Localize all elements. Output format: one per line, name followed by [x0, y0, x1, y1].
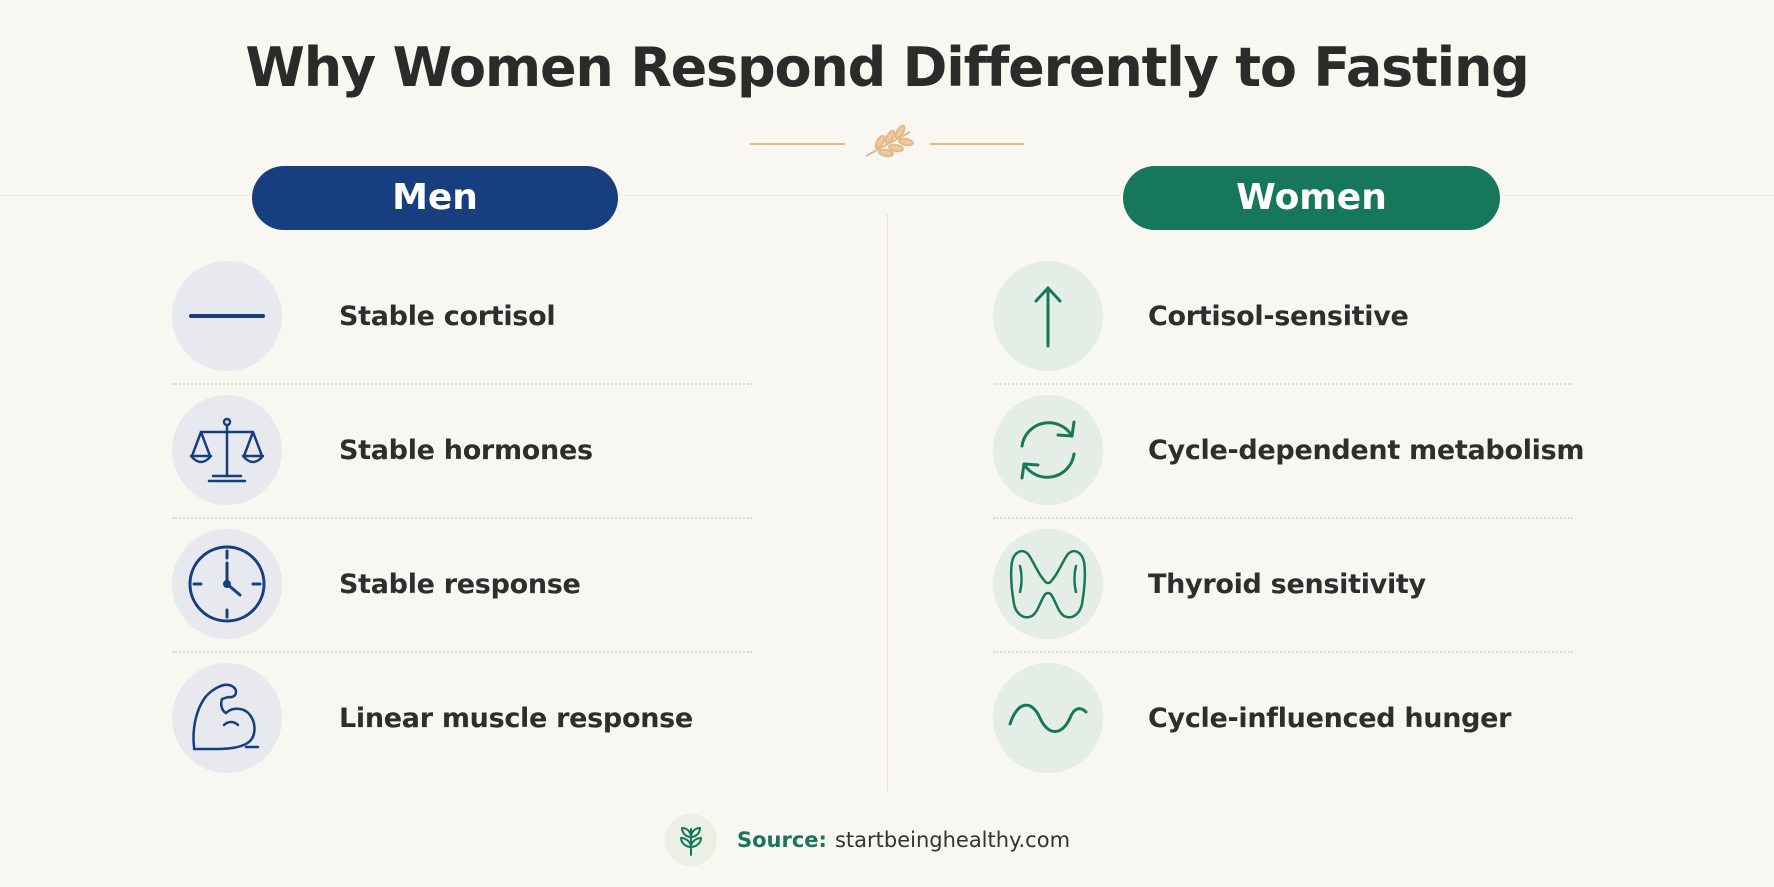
arrow-up-icon: [993, 261, 1103, 371]
women-heading-pill: Women: [1123, 166, 1500, 230]
row-separator: [172, 651, 752, 653]
clock-icon: [172, 529, 282, 639]
flexed-arm-icon: [172, 663, 282, 773]
source-footer: Source: startbeinghealthy.com: [665, 812, 1070, 868]
row-separator: [172, 517, 752, 519]
row-separator: [993, 651, 1573, 653]
women-item-cycle-dependent-metabolism: Cycle-dependent metabolism: [993, 389, 1585, 523]
men-item-linear-muscle-response: Linear muscle response: [172, 657, 752, 791]
item-label: Thyroid sensitivity: [1148, 569, 1426, 600]
page-title: Why Women Respond Differently to Fasting: [245, 36, 1529, 99]
item-label: Cycle-dependent metabolism: [1148, 435, 1585, 466]
item-label: Stable hormones: [339, 435, 593, 466]
row-separator: [172, 383, 752, 385]
women-item-thyroid-sensitivity: Thyroid sensitivity: [993, 523, 1573, 657]
row-separator: [993, 517, 1573, 519]
row-separator: [993, 383, 1573, 385]
women-item-cortisol-sensitive: Cortisol-sensitive: [993, 255, 1573, 389]
men-item-stable-hormones: Stable hormones: [172, 389, 752, 523]
flat-line-icon: [172, 261, 282, 371]
source-link[interactable]: startbeinghealthy.com: [834, 828, 1071, 852]
women-item-cycle-influenced-hunger: Cycle-influenced hunger: [993, 657, 1573, 791]
header-band-line: [0, 195, 1774, 196]
item-label: Cortisol-sensitive: [1148, 301, 1409, 332]
men-column: Stable cortisol Stable hormones: [172, 255, 752, 791]
balance-scale-icon: [172, 395, 282, 505]
thyroid-icon: [993, 529, 1103, 639]
men-item-stable-cortisol: Stable cortisol: [172, 255, 752, 389]
men-heading-pill: Men: [252, 166, 618, 230]
men-item-stable-response: Stable response: [172, 523, 752, 657]
women-column: Cortisol-sensitive Cycle-dependent metab…: [993, 255, 1585, 791]
item-label: Linear muscle response: [339, 703, 693, 734]
column-divider: [887, 214, 888, 792]
cycle-arrows-icon: [993, 395, 1103, 505]
sine-wave-icon: [993, 663, 1103, 773]
item-label: Stable response: [339, 569, 581, 600]
sprout-icon: [665, 814, 717, 866]
item-label: Stable cortisol: [339, 301, 556, 332]
item-label: Cycle-influenced hunger: [1148, 703, 1512, 734]
wheat-ornament-icon: [750, 124, 1024, 158]
source-label: Source:: [737, 828, 827, 852]
